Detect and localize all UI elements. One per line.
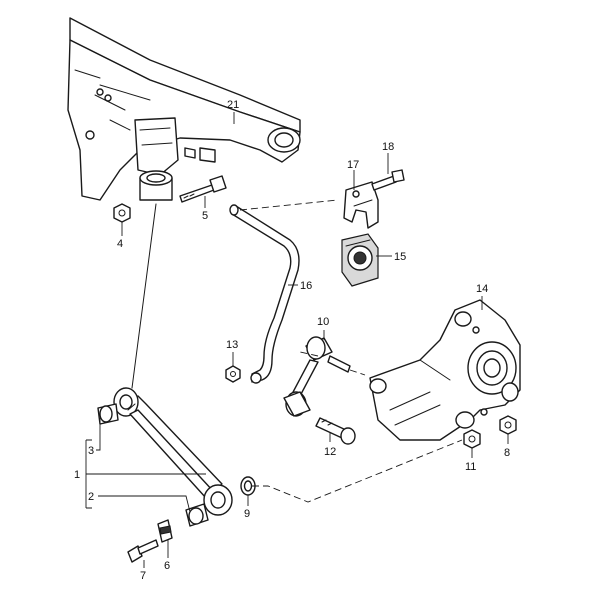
washer-part-9: [240, 476, 256, 496]
callout-18: 18: [382, 141, 394, 153]
callout-13: 13: [226, 339, 238, 351]
wheel-bearing-housing-part-14: [369, 299, 521, 441]
bushing-part-15: [341, 233, 379, 287]
callout-5: 5: [202, 210, 208, 222]
nut-part-4: [113, 203, 131, 223]
nut-part-11: [463, 429, 481, 449]
callouts: 1 3 2 4 5 6 7 8 9 10 11 12 13 14 15 16 1: [74, 99, 510, 582]
subframe-bushing-eye: [139, 170, 173, 201]
bolt-part-7: [127, 539, 159, 563]
nut-part-8: [499, 415, 517, 435]
subframe-part-21: [67, 17, 301, 201]
nut-part-13: [225, 365, 241, 383]
callout-1: 1: [74, 469, 80, 481]
callout-7: 7: [140, 570, 146, 582]
callout-21: 21: [227, 99, 239, 111]
callout-4: 4: [117, 238, 123, 250]
callout-17: 17: [347, 159, 359, 171]
callout-16: 16: [300, 280, 312, 292]
bolt-part-12: [315, 417, 356, 445]
callout-2: 2: [88, 491, 94, 503]
eccentric-washer-part-6: [157, 519, 173, 543]
bolt-part-18: [371, 169, 405, 191]
assembly-lines: [127, 199, 463, 503]
stabilizer-bar-part-16: [229, 204, 300, 384]
callout-12: 12: [324, 446, 336, 458]
bolt-part-5: [179, 175, 227, 203]
bushing-part-2: [185, 503, 209, 527]
callout-10: 10: [317, 316, 329, 328]
callout-15: 15: [394, 251, 406, 263]
coupling-rod-part-10: [283, 336, 351, 417]
callout-14: 14: [476, 283, 488, 295]
clamp-part-17: [343, 181, 379, 229]
callout-11: 11: [465, 461, 476, 473]
callout-9: 9: [244, 508, 250, 520]
callout-3: 3: [88, 445, 94, 457]
control-arm-part-1: [113, 387, 233, 516]
callout-8: 8: [504, 447, 510, 459]
callout-6: 6: [164, 560, 170, 572]
bushing-part-3: [97, 403, 119, 425]
